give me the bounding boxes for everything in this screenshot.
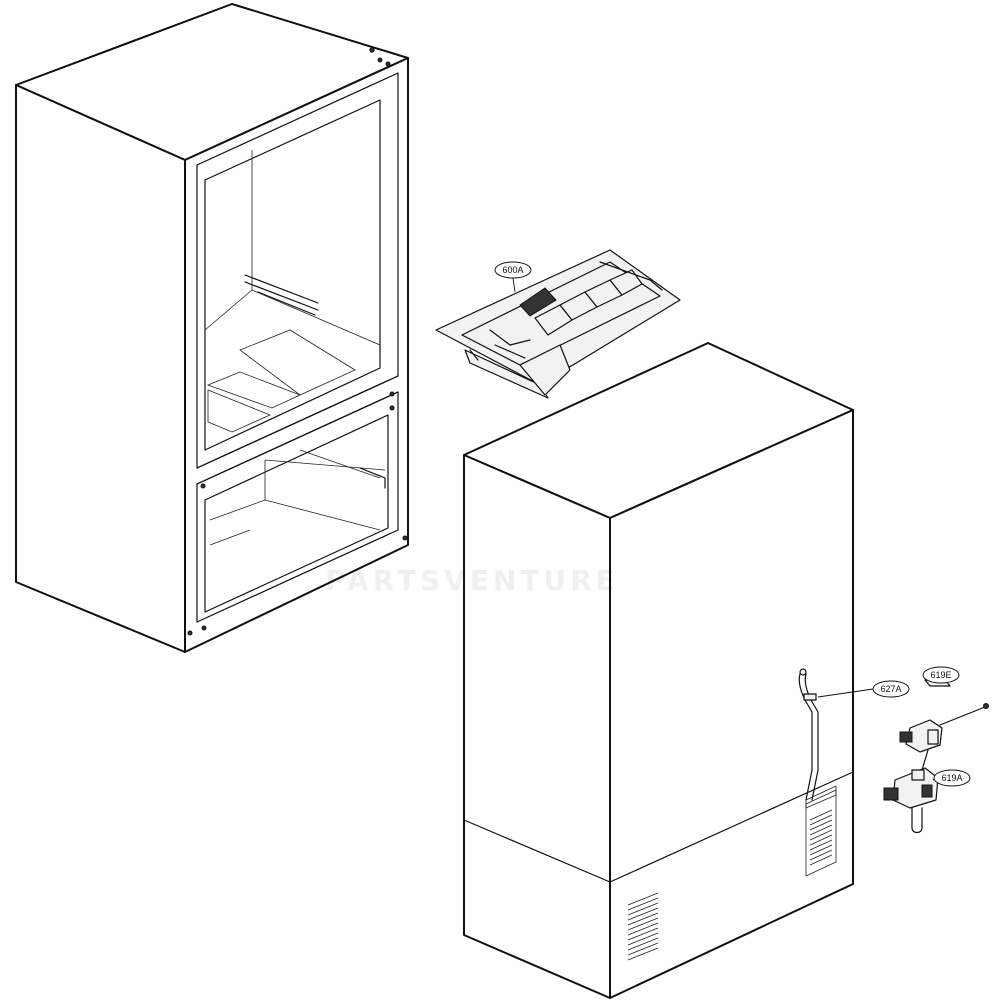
callout-label-619E: 619E	[930, 670, 951, 680]
callout-label-627A: 627A	[880, 684, 901, 694]
cabinet-outer-case	[463, 342, 854, 999]
watermark: PARTSVENTURE	[325, 564, 619, 597]
callout-label-619A: 619A	[941, 773, 962, 783]
callout-627A: 627A	[817, 680, 910, 698]
callout-label-600A: 600A	[502, 265, 523, 275]
cabinet-liner	[15, 3, 409, 653]
callout-619A: 619A	[932, 769, 971, 787]
ice-bin-assembly	[435, 249, 681, 399]
watermark-text: PARTSVENTURE	[325, 564, 619, 597]
water-valve-assembly	[883, 703, 989, 834]
callout-600A: 600A	[494, 261, 532, 293]
callout-619E: 619E	[922, 666, 960, 684]
